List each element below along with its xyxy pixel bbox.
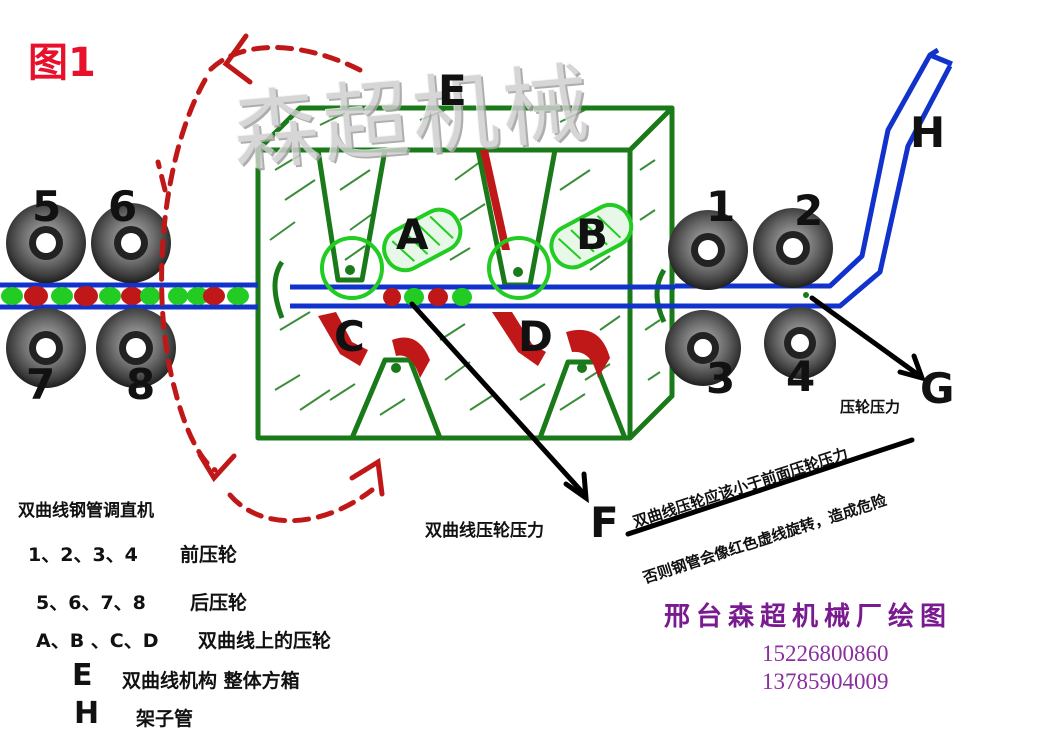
dash-bottom-arc [227, 487, 375, 524]
pipe-dots [1, 286, 472, 306]
legend-key-3: A、B 、C、D [36, 630, 159, 652]
label-d: D [518, 312, 553, 361]
red-bracket-d2 [566, 329, 610, 378]
roller-1 [668, 210, 748, 290]
label-roller-3: 3 [706, 354, 736, 403]
red-brackets [318, 150, 610, 378]
cylinder-b [549, 202, 634, 270]
legend-text-1: 前压轮 [180, 544, 238, 566]
box-hatching [269, 109, 661, 416]
pressure-arrows [409, 295, 926, 537]
right-bracket [654, 268, 667, 324]
legend-key-1: 1、2、3、4 [28, 544, 138, 566]
roller-6 [91, 203, 171, 283]
red-bracket-d1 [492, 312, 546, 366]
roller-8 [96, 308, 176, 388]
dash-mid-tick [155, 159, 168, 193]
roller-4 [764, 307, 836, 379]
arrow-f-head [563, 471, 589, 504]
pipe-h-bottom [675, 64, 953, 309]
legend-text-2: 后压轮 [190, 592, 248, 614]
phone-1: 15226800860 [762, 641, 889, 666]
pipe-h-end [929, 52, 953, 67]
arrow-f-shaft [409, 301, 587, 497]
legend-title: 双曲线钢管调直机 [18, 501, 154, 521]
dash-top-arc [207, 45, 363, 73]
figure-label: 图1 [28, 40, 96, 86]
arrowhead-left [197, 452, 237, 483]
label-e: E [438, 66, 467, 115]
legend-key-5: H [74, 696, 100, 731]
lower-arms [349, 357, 628, 439]
upper-wheels [320, 202, 634, 300]
rotation-arrowheads [197, 33, 385, 497]
label-b: B [576, 210, 609, 259]
box-top-face [256, 105, 675, 152]
label-roller-1: 1 [706, 182, 736, 231]
factory-credit: 邢台森超机械厂绘图 [664, 602, 953, 632]
label-g: G [920, 364, 955, 413]
legend-text-3: 双曲线上的压轮 [198, 630, 332, 652]
roller-2 [753, 208, 833, 288]
label-roller-5: 5 [32, 182, 62, 231]
roller-5 [6, 203, 86, 283]
red-bracket-b [480, 150, 510, 250]
phone-2: 13785904009 [762, 669, 889, 694]
arrowhead-top [222, 33, 253, 85]
axle-dots [345, 265, 809, 373]
label-a: A [396, 210, 429, 259]
annotation-pressure-g: 压轮压力 [840, 398, 901, 416]
arm-c [349, 357, 443, 439]
box-e-frame [255, 105, 675, 441]
arrow-g-head [897, 353, 926, 382]
legend-key-2: 5、6、7、8 [36, 592, 146, 614]
label-roller-4: 4 [786, 352, 816, 401]
arm-d [537, 359, 628, 439]
left-bracket [272, 260, 285, 319]
rollers [6, 203, 836, 388]
wheel-b [487, 236, 551, 300]
legend-key-4: E [72, 658, 93, 693]
rotation-danger-path [155, 45, 375, 524]
arm-a [315, 149, 388, 283]
label-h: H [910, 108, 946, 157]
cylinder-a [382, 207, 463, 273]
arrow-g-shaft [809, 295, 923, 379]
box-side-brackets [272, 260, 667, 324]
annotation-pressure-f: 双曲线压轮压力 [425, 521, 544, 541]
label-roller-7: 7 [26, 360, 56, 409]
label-f: F [590, 498, 619, 547]
legend-text-4: 双曲线机构 整体方箱 [122, 670, 300, 692]
box-side-face [628, 108, 675, 440]
label-c: C [334, 312, 365, 361]
label-roller-8: 8 [126, 360, 156, 409]
arrowhead-bottom [349, 457, 385, 497]
roller-3 [665, 310, 741, 386]
wheel-a [320, 236, 384, 300]
label-roller-6: 6 [108, 182, 138, 231]
red-bracket-c1 [318, 312, 368, 366]
legend-text-5: 架子管 [136, 708, 194, 730]
box-front-face [255, 147, 633, 441]
roller-7 [6, 308, 86, 388]
red-bracket-c2 [392, 337, 430, 378]
dash-left-arc [159, 77, 218, 473]
note-underline [625, 437, 915, 537]
label-roller-2: 2 [794, 186, 824, 235]
